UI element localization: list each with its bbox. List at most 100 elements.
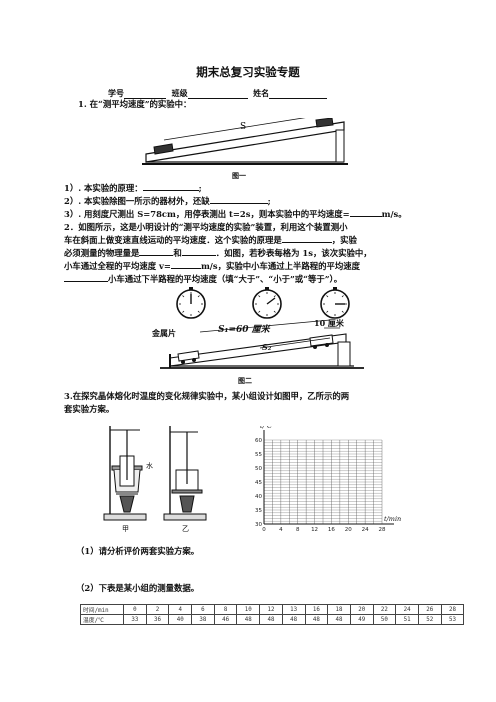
label-metal-plate: 金属片 <box>152 328 176 338</box>
table-cell: 0 <box>123 604 147 615</box>
apparatus-jia <box>103 426 147 521</box>
average-speed-blank[interactable] <box>349 208 382 217</box>
stopwatch-icon <box>176 287 206 319</box>
quantity-2-blank[interactable] <box>181 247 216 256</box>
class-blank[interactable] <box>187 90 248 99</box>
compare-blank[interactable] <box>64 273 108 282</box>
incline-board <box>142 121 348 165</box>
student-info: 学号 班级 姓名 <box>108 88 328 99</box>
table-cell: 48 <box>327 614 351 625</box>
table-cell: 40 <box>168 614 193 625</box>
x-axis-label: t/min <box>384 515 401 523</box>
q2-line5: 小车通过下半路程的平均速度（填“大于”、“小于”或“等于”）。 <box>64 273 342 286</box>
q1-line1-text: 1）. 本实验的原理： <box>64 183 143 193</box>
x-tick-label: 28 <box>379 527 386 533</box>
student-id-blank[interactable] <box>124 90 166 99</box>
q2-line3: 必须测量的物理量是 和 ．如图，若秒表每格为 1s，该次实验中， <box>64 247 372 260</box>
table-cell: 36 <box>145 614 170 625</box>
q2-line2-tail: ，实验 <box>331 235 357 245</box>
table-cell: 49 <box>349 614 374 625</box>
x-tick-label: 8 <box>296 527 300 533</box>
q2-line4-tail: m/s，实验中小车通过上半路程的平均速度 <box>200 261 360 271</box>
table-cell: 48 <box>236 614 261 625</box>
table-cell: 16 <box>304 604 329 615</box>
table-cell: 13 <box>281 604 306 615</box>
table-cell: 28 <box>440 604 465 615</box>
cart-bottom-2 <box>177 350 200 364</box>
table-cell: 53 <box>440 614 465 625</box>
quantity-1-blank[interactable] <box>139 247 174 256</box>
q1-line3-unit: m/s。 <box>381 209 407 219</box>
q2-line2-text: 车在斜面上做变速直线运动的平均速度．这个实验的原理是 <box>64 235 282 245</box>
q2-line4: 小车通过全程的平均速度 v= m/s，实验中小车通过上半路程的平均速度 <box>64 260 360 273</box>
x-tick-label: 16 <box>328 527 335 533</box>
cart-bottom <box>153 143 174 155</box>
figure-2-incline <box>160 319 364 369</box>
x-tick-label: 4 <box>279 527 283 533</box>
figure-1-incline: S <box>142 118 348 165</box>
q2-line4-text: 小车通过全程的平均速度 v= <box>64 261 171 271</box>
label-jia: 甲 <box>122 525 129 533</box>
figure-1-caption: 图一 <box>232 171 246 180</box>
q2-line3-text: 必须测量的物理量是 <box>64 248 140 258</box>
x-tick-label: 0 <box>262 527 266 533</box>
table-cell: 6 <box>191 604 215 615</box>
q2-line3-and: 和 <box>173 248 182 258</box>
figure-2-caption: 图二 <box>238 376 252 385</box>
q2-line2: 车在斜面上做变速直线运动的平均速度．这个实验的原理是 ，实验 <box>64 234 357 247</box>
table-cell: 46 <box>213 614 238 625</box>
q1-line3-text: 3）. 用刻度尺测出 S=78cm，用停表测出 t=2s，则本实验中的平均速度= <box>64 209 350 219</box>
x-tick-label: 20 <box>345 527 352 533</box>
apparatus-figure: 水 甲 乙 <box>103 426 207 533</box>
y-tick-label: 50 <box>255 466 262 472</box>
label-s2: S₂ <box>262 342 272 352</box>
label-10cm: 10 厘米 <box>314 318 344 328</box>
cart-top <box>315 118 334 128</box>
y-tick-label: 55 <box>255 452 262 458</box>
table-cell: 48 <box>259 614 283 625</box>
q2-principle-blank[interactable] <box>281 234 332 243</box>
q1-line2-text: 2）. 本实验除图一所示的器材外，还缺 <box>64 196 210 206</box>
distance-arrow <box>163 118 306 141</box>
table-cell: 4 <box>168 604 193 615</box>
y-tick-label: 35 <box>255 508 262 514</box>
table-cell: 8 <box>213 604 238 615</box>
x-tick-label: 12 <box>311 527 318 533</box>
table-cell: 50 <box>372 614 397 625</box>
q1-line3: 3）. 用刻度尺测出 S=78cm，用停表测出 t=2s，则本实验中的平均速度=… <box>64 208 407 221</box>
q3-sub1: （1）请分析评价两套实验方案。 <box>76 546 200 556</box>
name-blank[interactable] <box>269 90 328 99</box>
student-id-label: 学号 <box>108 88 124 98</box>
principle-blank[interactable] <box>142 182 199 191</box>
q2-line1: 2．如图所示，这是小明设计的“测平均速度的实验”装置，利用这个装置测小 <box>64 222 348 232</box>
table-cell: 26 <box>417 604 442 615</box>
label-yi: 乙 <box>182 525 189 533</box>
q1-line1: 1）. 本实验的原理：; <box>64 182 202 193</box>
table-cell: 48 <box>304 614 329 625</box>
table-cell: 22 <box>372 604 397 615</box>
y-tick-label: 60 <box>255 438 262 444</box>
table-cell: 20 <box>349 604 374 615</box>
missing-equipment-blank[interactable] <box>209 195 268 204</box>
y-tick-label: 40 <box>255 494 262 500</box>
q1-heading: 1. 在“测平均速度”的实验中： <box>78 99 192 109</box>
q2-line5-text: 小车通过下半路程的平均速度（填“大于”、“小于”或“等于”）。 <box>108 274 343 284</box>
full-speed-blank[interactable] <box>170 260 201 269</box>
table-cell: 52 <box>417 614 442 625</box>
q3-line1: 3.在探究晶体熔化时温度的变化规律实验中，某小组设计如图甲，乙所示的两 <box>64 391 350 401</box>
table-cell: 24 <box>395 604 419 615</box>
stopwatch-icon <box>252 287 282 319</box>
row-label: 温度/℃ <box>80 614 124 625</box>
label-water: 水 <box>146 461 153 470</box>
q1-line2: 2）. 本实验除图一所示的器材外，还缺; <box>64 195 271 206</box>
table-cell: 48 <box>281 614 306 625</box>
q3-sub2: （2）下表是某小组的测量数据。 <box>76 583 200 593</box>
label-s1: S₁=60 厘米 <box>218 325 270 335</box>
label-s: S <box>240 122 246 132</box>
q2-line3-tail: ．如图，若秒表每格为 1s，该次实验中， <box>215 248 372 258</box>
table-cell: 38 <box>191 614 215 625</box>
q3-line2: 套实验方案。 <box>64 404 115 414</box>
stopwatch-icon <box>320 287 350 319</box>
